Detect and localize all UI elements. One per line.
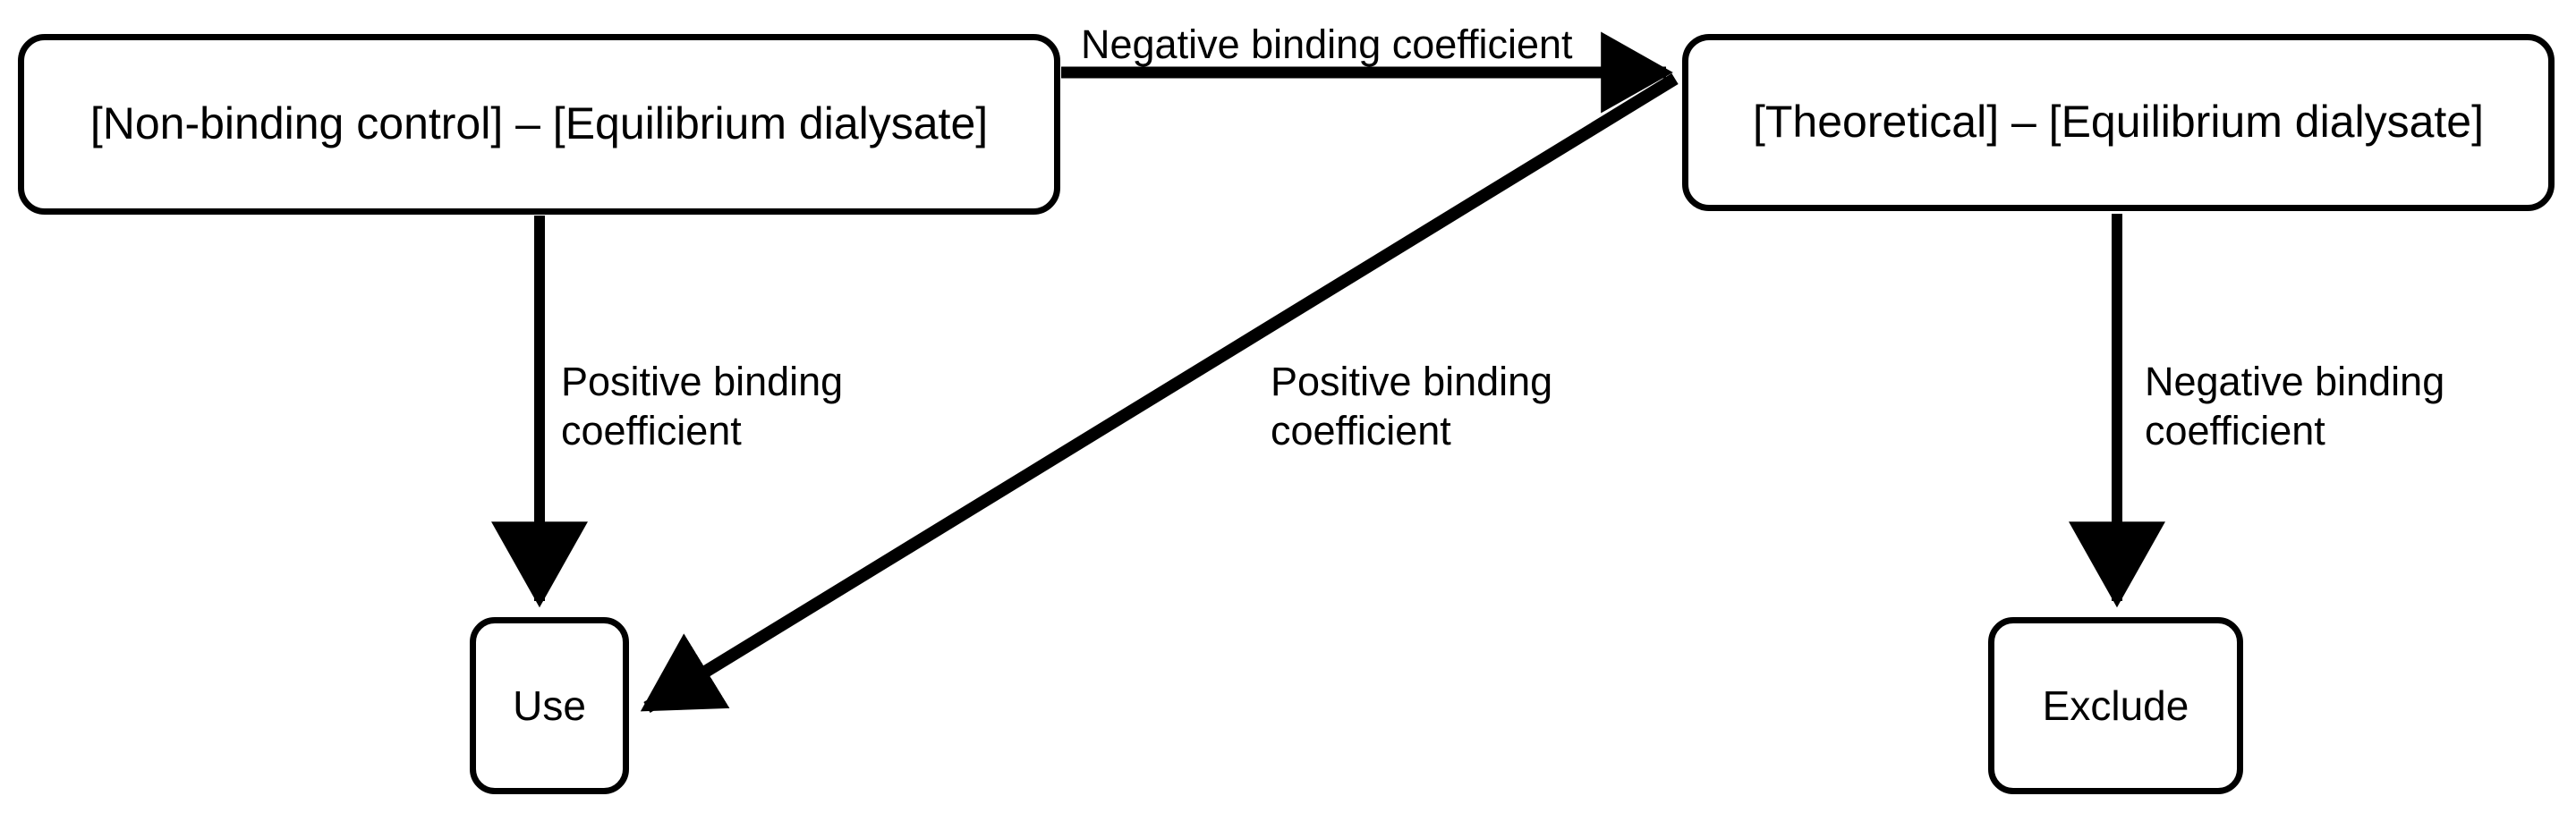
node-theoretical-label: [Theoretical] – [Equilibrium dialysate] xyxy=(1752,97,2485,148)
edge-label-positive-binding-coefficient-middle: Positive binding coefficient xyxy=(1271,359,1553,453)
node-exclude-label: Exclude xyxy=(2042,682,2189,729)
node-use-label: Use xyxy=(513,682,586,729)
node-exclude[interactable]: Exclude xyxy=(1988,617,2243,794)
edge-label-negative-binding-coefficient-right: Negative binding coefficient xyxy=(2145,359,2445,453)
node-non-binding-control[interactable]: [Non-binding control] – [Equilibrium dia… xyxy=(18,34,1060,215)
node-use[interactable]: Use xyxy=(470,617,629,794)
edge-label-negative-binding-coefficient-top: Negative binding coefficient xyxy=(1081,21,1573,67)
node-non-binding-control-label: [Non-binding control] – [Equilibrium dia… xyxy=(89,98,989,149)
edge-label-positive-binding-coefficient-left: Positive binding coefficient xyxy=(561,359,844,453)
node-theoretical[interactable]: [Theoretical] – [Equilibrium dialysate] xyxy=(1682,34,2555,211)
